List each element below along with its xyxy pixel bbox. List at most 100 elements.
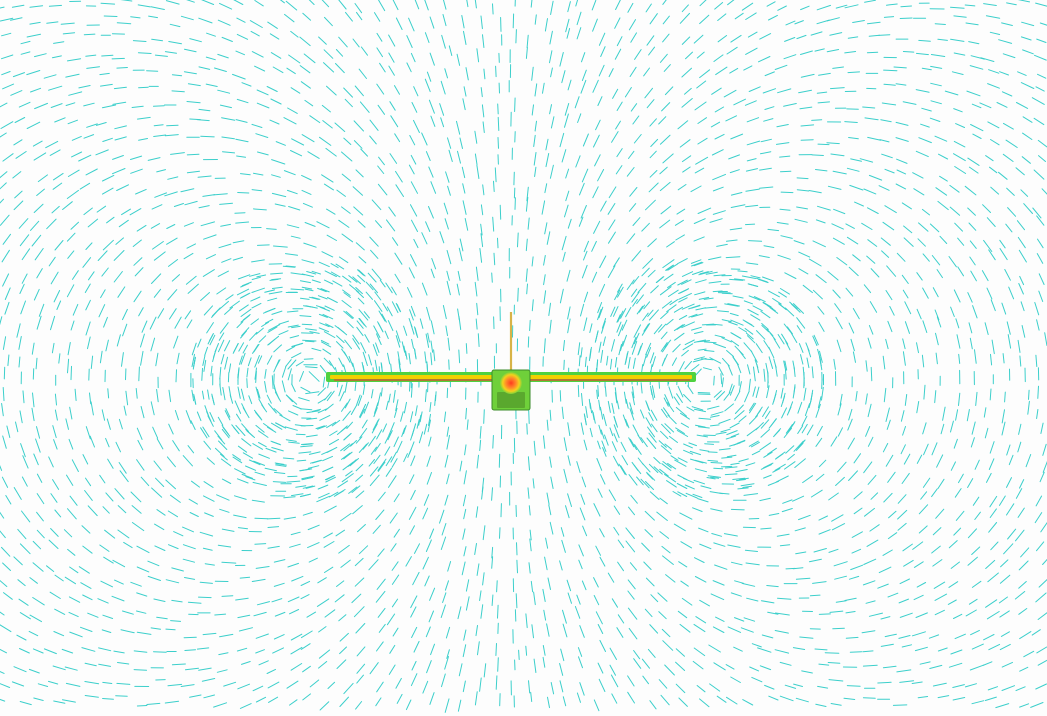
streamline-dash bbox=[694, 557, 705, 563]
streamline-dash bbox=[937, 200, 949, 211]
streamline-dash bbox=[171, 90, 185, 93]
streamline-dash bbox=[764, 410, 771, 419]
streamline-dash bbox=[746, 597, 759, 602]
streamline-dash bbox=[187, 445, 195, 454]
streamline-dash bbox=[937, 478, 945, 489]
streamline-dash bbox=[219, 508, 230, 513]
streamline-dash bbox=[728, 383, 733, 394]
streamline-dash bbox=[305, 340, 315, 343]
streamline-dash bbox=[1000, 631, 1010, 637]
streamline-dash bbox=[424, 0, 429, 11]
streamline-dash bbox=[561, 235, 567, 251]
streamline-dash bbox=[828, 548, 839, 553]
streamline-dash bbox=[131, 522, 145, 532]
streamline-dash bbox=[36, 493, 45, 505]
streamline-dash bbox=[598, 341, 602, 353]
streamline-dash bbox=[886, 3, 898, 6]
streamline-dash bbox=[324, 403, 334, 411]
streamline-dash bbox=[251, 189, 263, 192]
streamline-dash bbox=[167, 176, 179, 180]
streamline-dash bbox=[318, 36, 327, 45]
streamline-dash bbox=[482, 184, 485, 196]
streamline-dash bbox=[336, 580, 345, 587]
streamline-dash bbox=[1021, 21, 1035, 27]
streamline-dash bbox=[751, 643, 762, 648]
streamline-dash bbox=[632, 217, 641, 226]
streamline-dash bbox=[315, 425, 325, 430]
streamline-dash bbox=[950, 461, 956, 471]
streamline-dash bbox=[121, 208, 131, 216]
streamline-dash bbox=[210, 365, 213, 377]
streamline-dash bbox=[1004, 269, 1011, 281]
streamline-dash bbox=[1022, 49, 1034, 55]
streamline-dash bbox=[706, 477, 716, 480]
streamline-dash bbox=[359, 428, 368, 439]
streamline-dash bbox=[971, 546, 981, 555]
streamline-dash bbox=[870, 268, 880, 278]
streamline-dash bbox=[768, 356, 774, 369]
streamline-dash bbox=[352, 505, 363, 515]
streamline-dash bbox=[917, 696, 929, 699]
streamline-dash bbox=[815, 703, 827, 707]
streamline-dash bbox=[362, 384, 366, 395]
streamline-dash bbox=[549, 456, 552, 468]
streamline-dash bbox=[465, 579, 470, 592]
streamline-dash bbox=[272, 481, 287, 483]
streamline-dash bbox=[828, 492, 839, 501]
streamline-dash bbox=[695, 307, 707, 311]
streamline-dash bbox=[322, 455, 333, 462]
streamline-dash bbox=[716, 695, 727, 703]
streamline-dash bbox=[748, 240, 763, 242]
streamline-dash bbox=[940, 423, 945, 435]
streamline-dash bbox=[164, 700, 180, 704]
streamline-dash bbox=[793, 303, 804, 314]
streamline-dash bbox=[480, 223, 483, 236]
streamline-dash bbox=[761, 634, 774, 639]
streamline-dash bbox=[836, 339, 842, 353]
streamline-dash bbox=[653, 466, 663, 475]
streamline-dash bbox=[666, 241, 675, 248]
streamline-dash bbox=[930, 54, 946, 57]
streamline-dash bbox=[1020, 301, 1025, 312]
streamline-dash bbox=[870, 492, 879, 500]
streamline-dash bbox=[833, 358, 836, 370]
streamline-dash bbox=[646, 99, 655, 109]
streamline-dash bbox=[407, 287, 413, 298]
streamline-dash bbox=[354, 3, 363, 14]
streamline-dash bbox=[835, 316, 843, 330]
streamline-dash bbox=[85, 477, 92, 487]
streamline-dash bbox=[1018, 249, 1027, 263]
streamline-dash bbox=[620, 441, 627, 452]
streamline-dash bbox=[593, 134, 600, 148]
streamline-dash bbox=[542, 645, 546, 656]
streamline-dash bbox=[274, 611, 286, 617]
streamline-dash bbox=[776, 142, 790, 145]
streamline-dash bbox=[246, 367, 249, 378]
streamline-dash bbox=[773, 338, 781, 349]
streamline-dash bbox=[289, 699, 298, 706]
streamline-dash bbox=[403, 345, 407, 357]
streamline-dash bbox=[967, 207, 976, 216]
streamline-dash bbox=[627, 2, 634, 13]
streamline-dash bbox=[683, 449, 694, 455]
streamline-dash bbox=[17, 579, 26, 587]
streamline-dash bbox=[165, 628, 176, 631]
streamline-dash bbox=[732, 295, 744, 299]
streamline-dash bbox=[531, 299, 534, 312]
streamline-dash bbox=[245, 465, 257, 471]
streamline-dash bbox=[270, 272, 283, 275]
streamline-dash bbox=[308, 451, 321, 455]
streamline-dash bbox=[255, 633, 269, 639]
streamline-dash bbox=[755, 386, 760, 398]
streamline-dash bbox=[744, 320, 755, 328]
streamline-dash bbox=[87, 612, 99, 618]
streamline-dash bbox=[611, 693, 618, 704]
streamline-dash bbox=[237, 367, 240, 379]
streamline-dash bbox=[662, 461, 672, 469]
streamline-dash bbox=[466, 0, 469, 8]
streamline-dash bbox=[899, 680, 915, 683]
streamline-dash bbox=[256, 601, 270, 606]
streamline-dash bbox=[413, 86, 419, 97]
streamline-dash bbox=[983, 634, 995, 641]
streamline-dash bbox=[699, 543, 712, 550]
